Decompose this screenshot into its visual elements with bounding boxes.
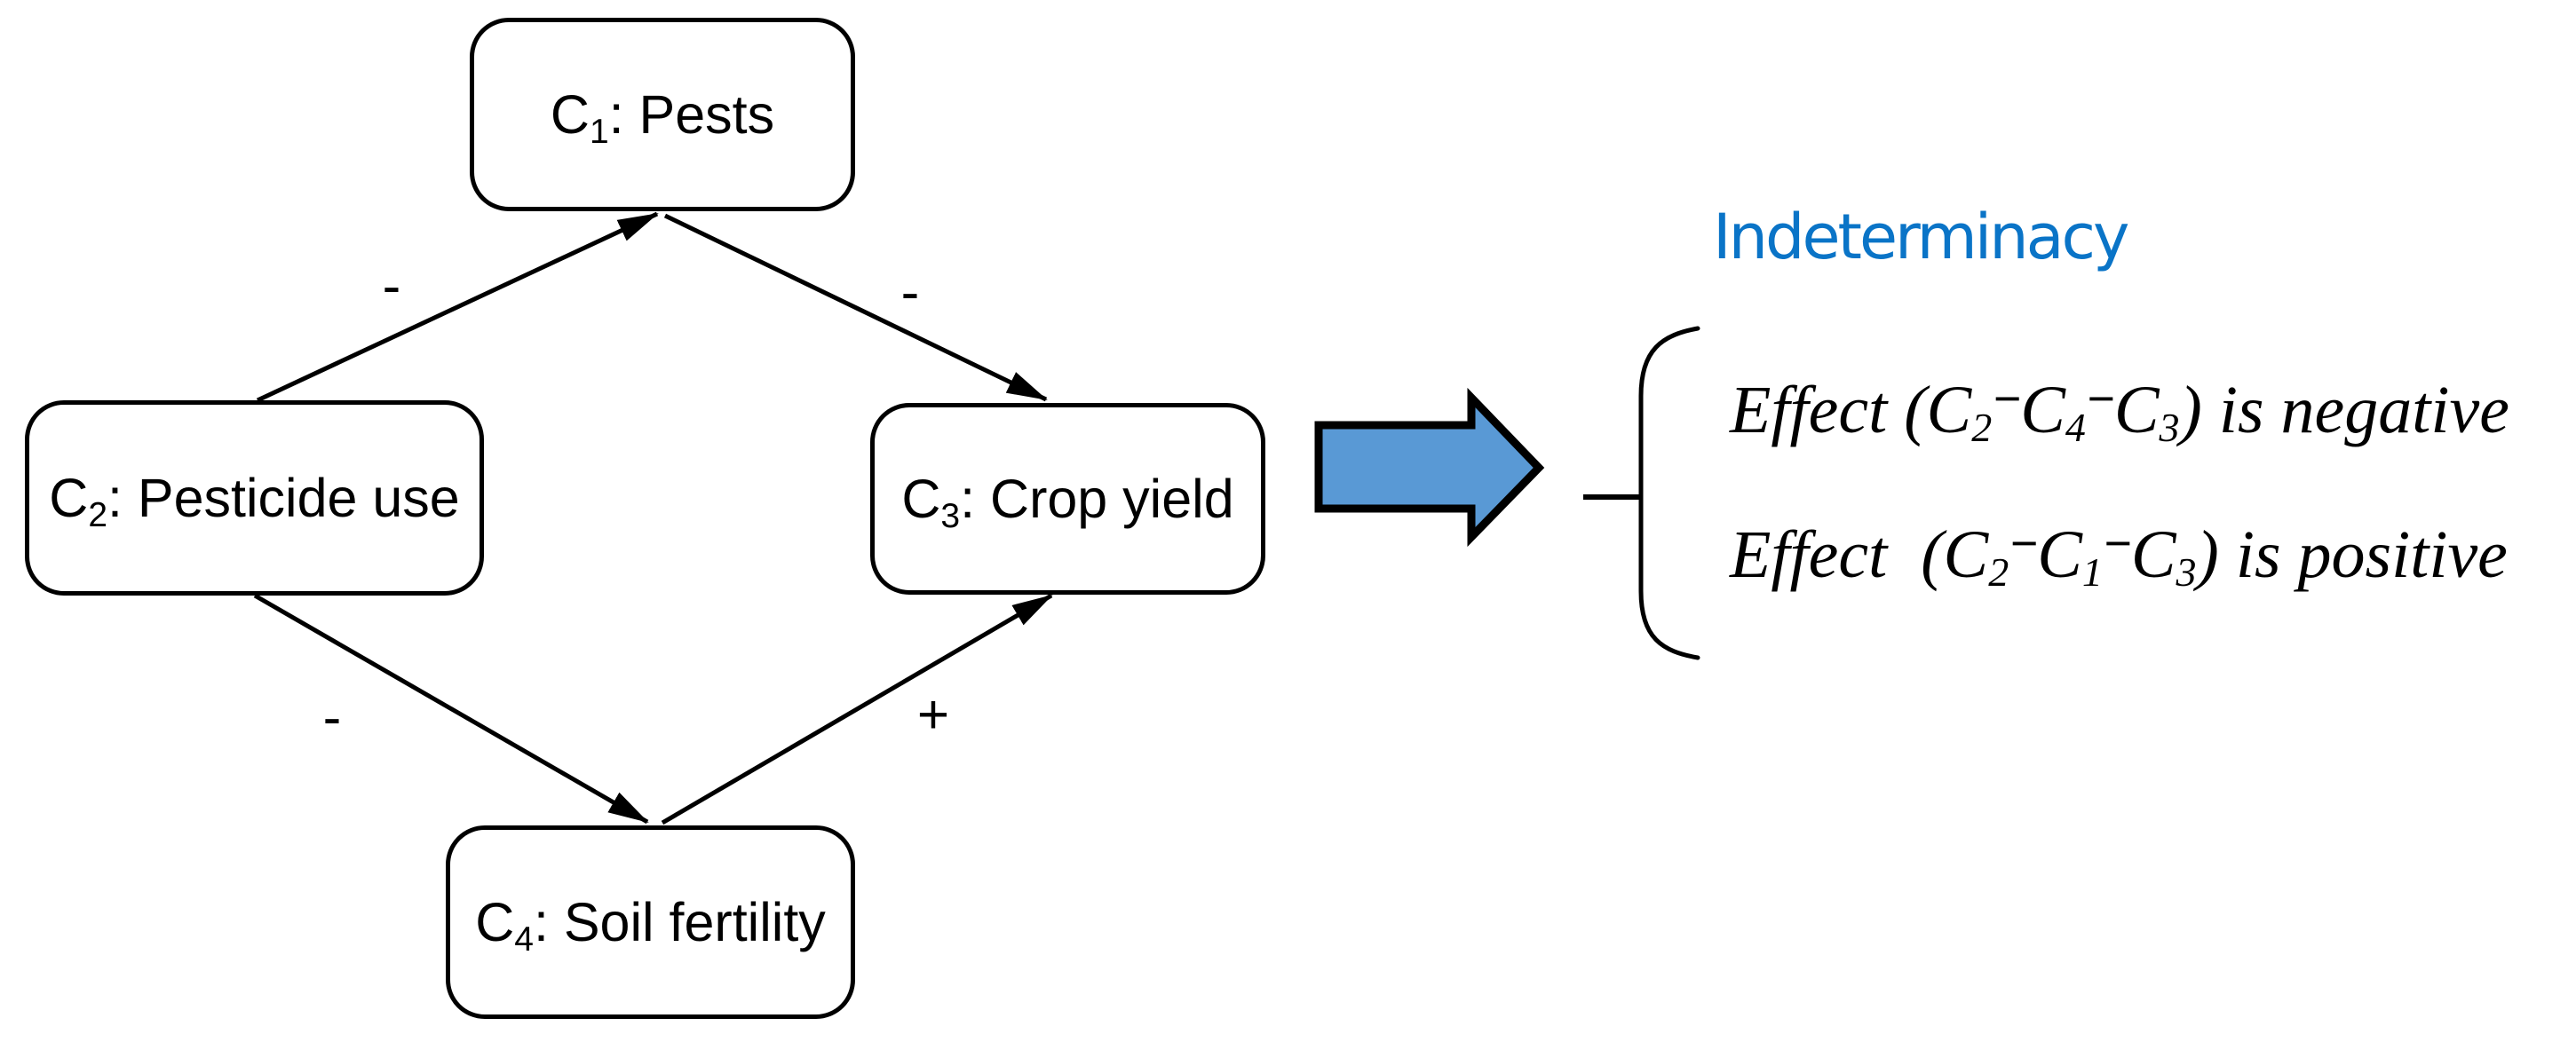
concept-symbol: C [550,84,590,145]
concept-subscript: 1 [589,113,609,151]
concept-symbol: C [1926,373,1972,447]
edge-c4-c3-line [661,593,1053,825]
node-label: C4: Soil fertility [475,891,826,959]
node-label-text: : Pests [608,84,775,145]
implication-arrow-icon [1314,387,1545,548]
minus-operator: − [2009,517,2039,572]
minus-operator: − [2085,372,2116,427]
concept-subscript: 3 [940,497,961,535]
effect-tail: ) is negative [2179,373,2509,447]
node-label-text: : Pesticide use [107,468,460,528]
indeterminacy-title: Indeterminacy [1713,201,2129,273]
node-c3-crop-yield: C3: Crop yield [870,403,1265,595]
concept-subscript: 1 [2081,549,2103,595]
node-c1-pests: C1: Pests [470,18,855,211]
edge-c2-c1-line [256,211,659,403]
edge-sign-c2-c1: - [382,256,401,317]
effect-tail: ) is positive [2196,517,2508,592]
effect-lead: Effect ( [1730,373,1927,447]
concept-symbol: C [901,469,941,529]
edge-c1-c3-line [663,213,1048,402]
concept-subscript: 4 [514,920,534,959]
concept-symbol: C [1943,517,1989,592]
minus-operator: − [2102,517,2133,572]
effect-statement-negative: Effect (C2−C4−C3) is negative [1730,375,2509,448]
node-label-text: : Soil fertility [533,892,826,952]
concept-subscript: 2 [88,496,108,534]
left-brace [1638,326,1700,660]
node-c2-pesticide-use: C2: Pesticide use [25,400,484,596]
concept-subscript: 2 [1988,549,2009,595]
concept-symbol: C [2113,373,2160,447]
minus-operator: − [1992,372,2022,427]
edge-sign-c1-c3: - [900,262,920,323]
concept-symbol: C [2037,517,2082,592]
concept-subscript: 4 [2065,405,2086,450]
concept-symbol: C [49,468,89,528]
edge-sign-c4-c3: + [916,684,950,746]
concept-subscript: 3 [2176,549,2197,595]
concept-symbol: C [475,892,515,952]
effect-lead: Effect ( [1730,517,1944,592]
effect-statement-positive: Effect (C2−C1−C3) is positive [1730,519,2508,593]
node-label: C3: Crop yield [901,468,1234,535]
concept-symbol: C [2130,517,2176,592]
concept-subscript: 2 [1971,405,1993,450]
node-label-text: : Crop yield [960,469,1234,529]
node-label: C1: Pests [550,83,775,151]
node-label: C2: Pesticide use [49,467,460,534]
concept-subscript: 3 [2159,405,2180,450]
edge-c2-c4-line [253,593,649,825]
edge-sign-c2-c4: - [322,687,342,748]
node-c4-soil-fertility: C4: Soil fertility [446,825,855,1019]
concept-symbol: C [2020,373,2065,447]
